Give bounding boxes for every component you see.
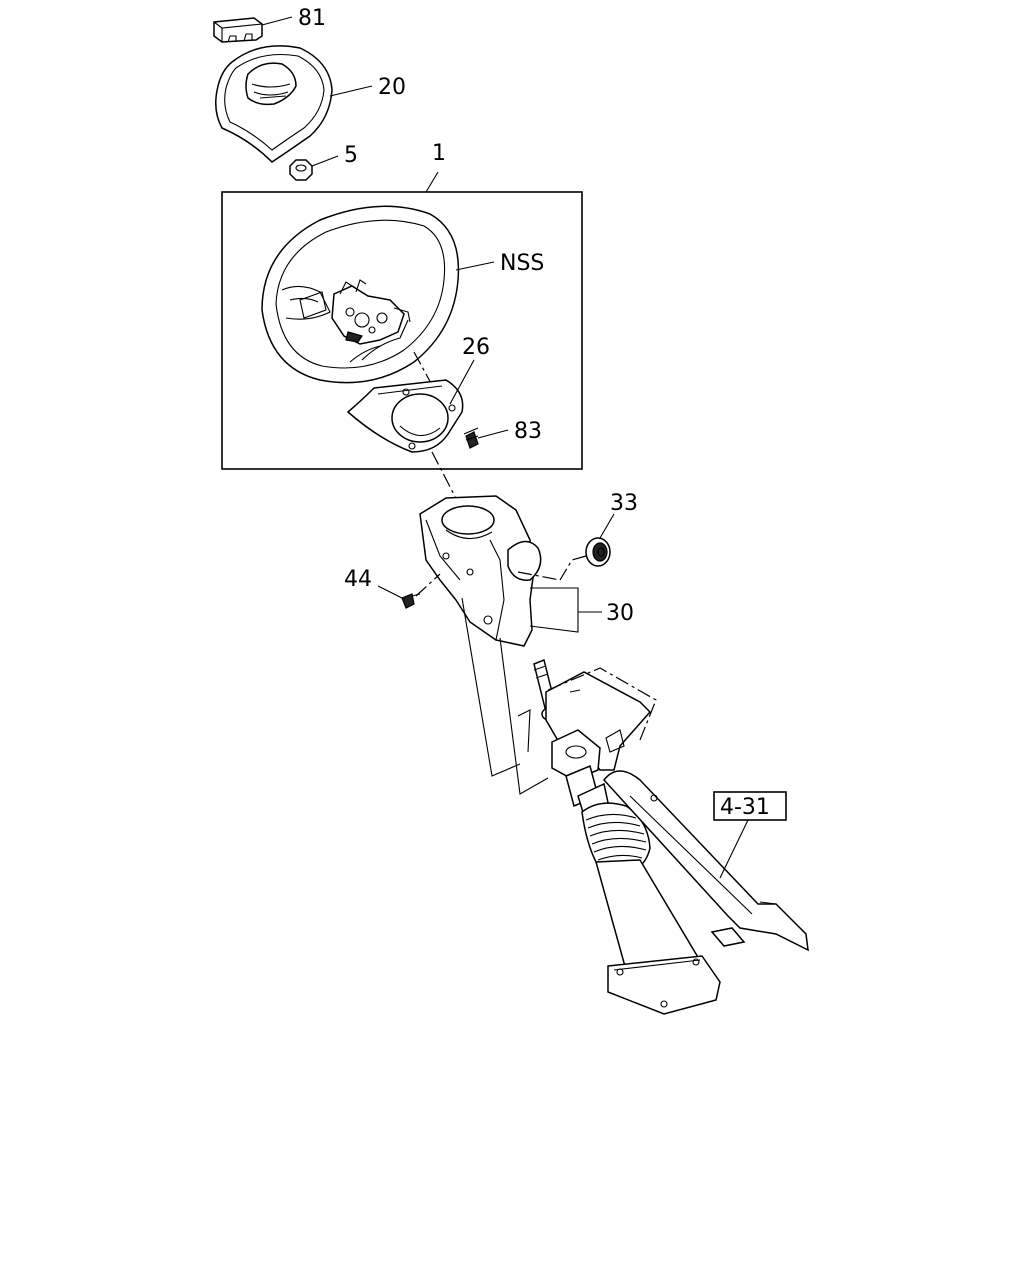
leader-5 (311, 155, 339, 167)
callout-81: 81 (298, 6, 326, 31)
callout-5: 5 (344, 143, 358, 168)
callout-ref-4-31: 4-31 (720, 795, 770, 820)
callout-20: 20 (378, 75, 406, 100)
part-81-clip (213, 17, 263, 43)
leader-83 (477, 429, 509, 439)
leader-81 (261, 16, 293, 26)
leader-ref-4-31 (719, 819, 749, 879)
callout-30: 30 (606, 601, 634, 626)
part-26-cover-plate (346, 379, 464, 453)
part-1-assembly-box (221, 191, 583, 470)
steering-wheel (261, 205, 460, 384)
part-20-horn-pad (215, 45, 333, 163)
callout-44: 44 (344, 567, 372, 592)
steering-column (533, 658, 809, 1015)
callout-NSS: NSS (500, 251, 544, 276)
part-5-nut (289, 159, 313, 181)
leader-20 (329, 85, 373, 97)
part-33-ring (585, 537, 611, 567)
shroud-guide-lines (461, 597, 549, 795)
part-30-column-shroud (419, 495, 542, 647)
ref-box-4-31 (713, 791, 787, 821)
callout-83: 83 (514, 419, 542, 444)
leader-44 (377, 585, 403, 599)
leader-1 (425, 171, 439, 193)
callout-26: 26 (462, 335, 490, 360)
part-30-bracket (529, 587, 579, 633)
callout-1: 1 (432, 141, 446, 166)
leader-33 (599, 513, 615, 539)
callout-33: 33 (610, 491, 638, 516)
leader-NSS (455, 261, 495, 271)
part-44-screw (401, 593, 421, 609)
rubber-boot (581, 802, 651, 874)
part-83-screw (463, 427, 479, 449)
leader-26 (449, 359, 475, 405)
